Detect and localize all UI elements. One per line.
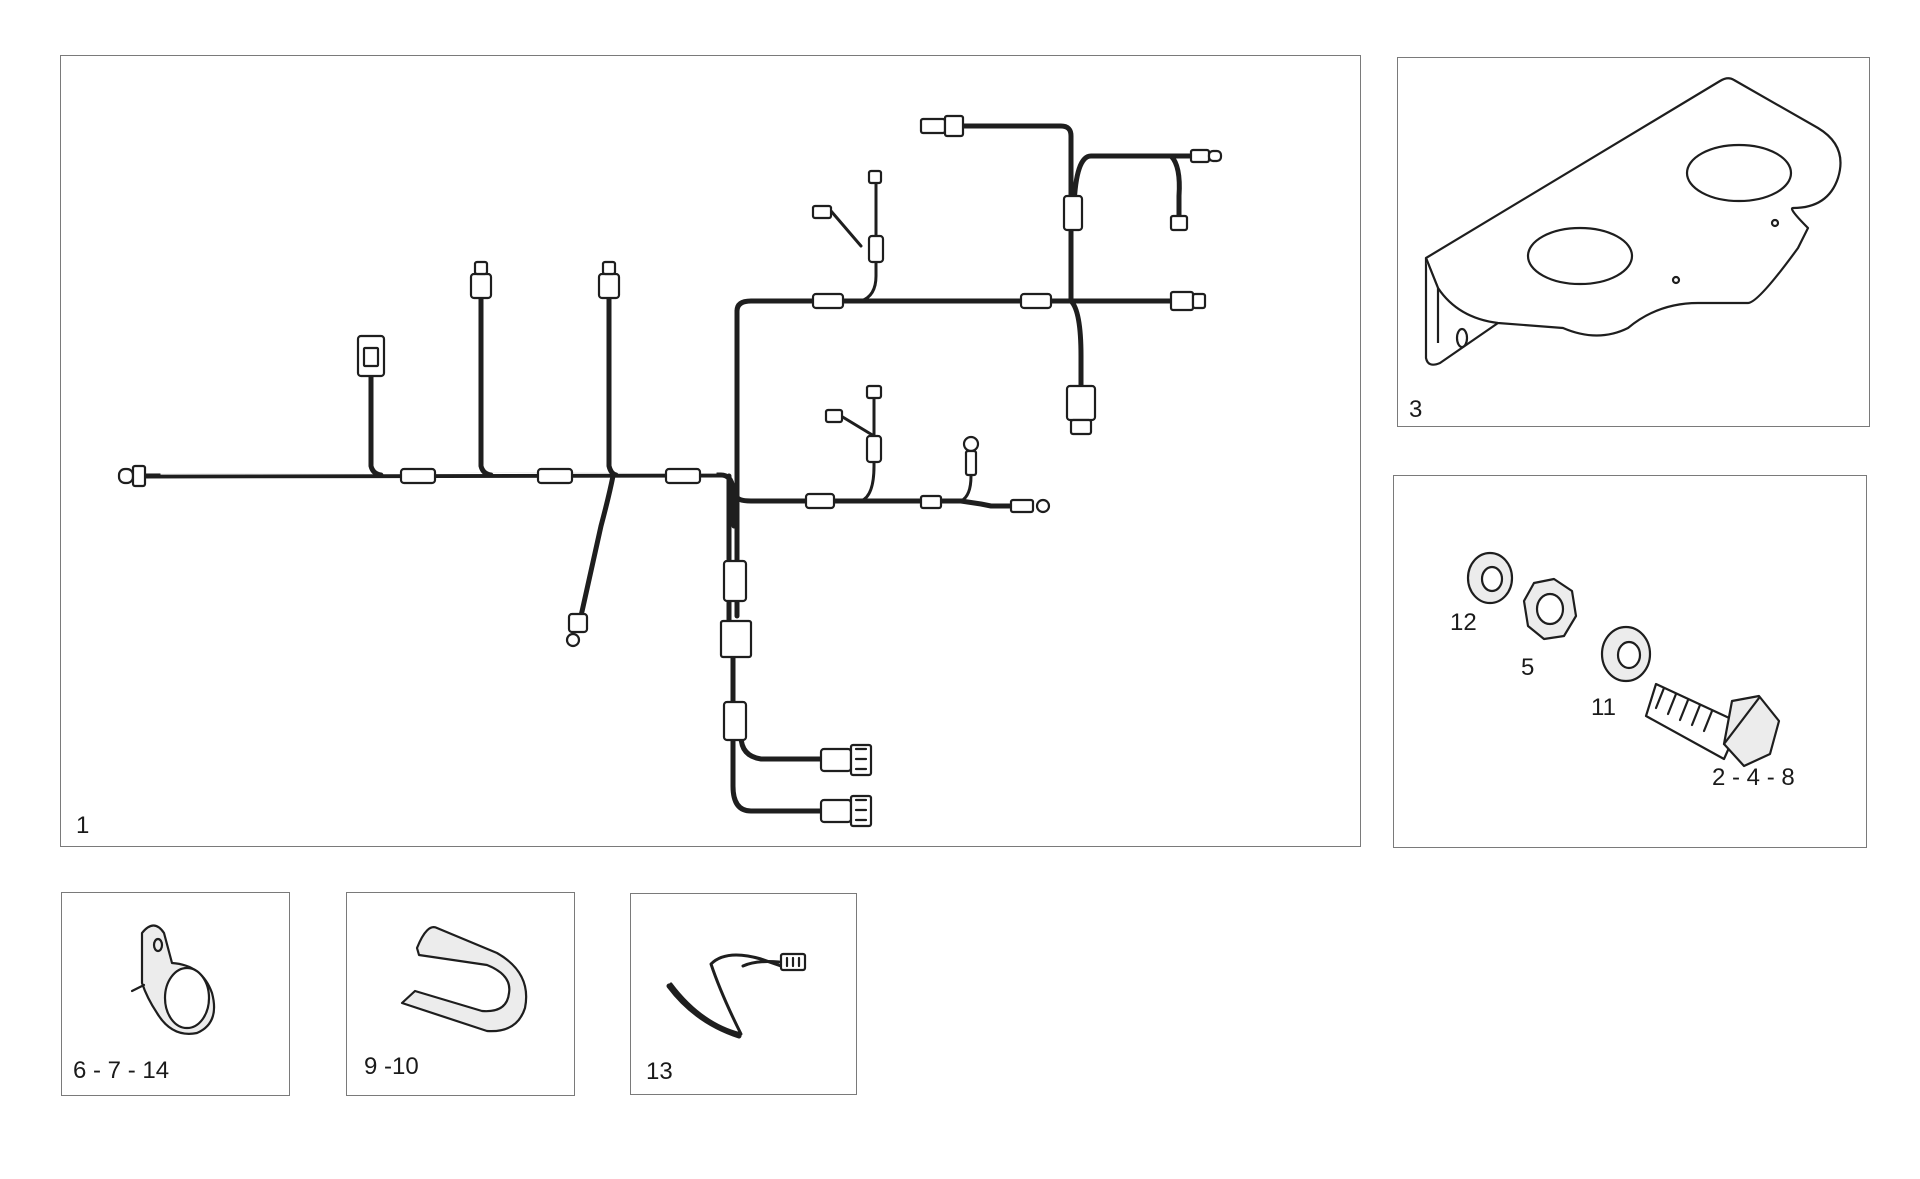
nut-5 <box>1522 577 1578 641</box>
lower-trunk <box>719 308 873 828</box>
upper-branch <box>734 290 1207 436</box>
branch-middle-right <box>734 384 1051 514</box>
strap-drawing <box>400 926 528 1033</box>
clamp-drawing <box>130 924 216 1035</box>
top-right-cluster <box>919 114 1223 304</box>
washer-11-part-number: 11 <box>1591 694 1616 721</box>
clamp-part-numbers: 6 - 7 - 14 <box>73 1057 170 1084</box>
bracket-part-number: 3 <box>1409 396 1423 423</box>
washer-12 <box>1466 551 1514 605</box>
main-trunk <box>117 464 737 529</box>
wiring-harness-drawing <box>117 114 1223 828</box>
cable-part-number: 13 <box>646 1058 673 1085</box>
strap-panel: 9 -10 <box>346 892 575 1096</box>
nut-5-part-number: 5 <box>1521 654 1535 681</box>
bolt <box>1644 682 1781 768</box>
cable-panel: 13 <box>630 893 857 1095</box>
washer-12-part-number: 12 <box>1450 609 1477 636</box>
harness-part-number: 1 <box>76 812 90 839</box>
mounting-bracket-drawing <box>1424 77 1842 366</box>
bracket-panel: 3 <box>1397 57 1870 427</box>
branch-upper-left <box>811 169 885 303</box>
washer-11 <box>1600 625 1652 683</box>
clamp-panel: 6 - 7 - 14 <box>61 892 290 1096</box>
cable-13-drawing <box>666 952 807 1039</box>
hardware-panel: 12 5 11 2 - 4 - 8 <box>1393 475 1867 848</box>
strap-part-numbers: 9 -10 <box>364 1053 419 1080</box>
fastener-hardware-drawing <box>1466 551 1781 768</box>
bolt-part-numbers: 2 - 4 - 8 <box>1712 764 1795 791</box>
trunk-drops <box>356 260 621 648</box>
harness-panel: 1 <box>60 55 1361 847</box>
